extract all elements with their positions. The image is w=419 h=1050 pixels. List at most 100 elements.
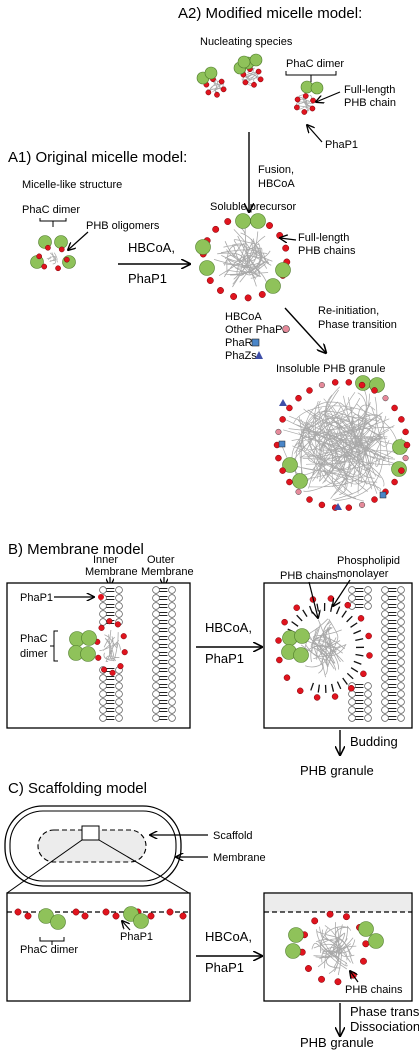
lipid-tail <box>106 715 115 721</box>
phap1-dot <box>358 381 366 389</box>
lipid-tail <box>388 651 397 657</box>
lipid-tail <box>159 611 168 617</box>
lipid-tail <box>159 587 168 593</box>
b-phap1-arrow-label: PhaP1 <box>205 651 244 666</box>
monolayer-lipid <box>341 610 347 618</box>
lipid-tail <box>159 635 168 641</box>
a1-reinit-arrow <box>284 307 326 353</box>
lipid-head <box>152 674 160 682</box>
monolayer-lipid <box>310 682 315 691</box>
lipid-tail <box>388 715 397 721</box>
phac-subunit <box>235 213 251 229</box>
c-granule-label: PHB granule <box>300 1035 374 1050</box>
lipid-tail <box>106 587 115 593</box>
lipid-tail <box>388 595 397 601</box>
c-chains-label: PHB chains <box>345 984 403 996</box>
lipid-head <box>168 714 176 722</box>
lipid-tail <box>106 683 115 689</box>
lipid-tail <box>159 699 168 705</box>
lipid-head <box>168 634 176 642</box>
phb-chain-tangle <box>213 227 273 288</box>
lipid-head <box>115 610 123 618</box>
lipid-tail <box>159 691 168 697</box>
lipid-head <box>99 602 107 610</box>
phap1-dot <box>279 416 286 423</box>
phap1-dot <box>242 79 249 86</box>
phap1-dot <box>275 454 282 462</box>
lipid-head <box>168 698 176 706</box>
lipid-tail <box>159 651 168 657</box>
b-chains-pointer <box>308 581 318 618</box>
phac-subunit <box>50 914 66 930</box>
lipid-head <box>397 682 405 690</box>
lipid-head <box>397 618 405 626</box>
phac-subunit <box>368 933 384 949</box>
c-bracket <box>39 937 65 945</box>
phap1-dot <box>306 496 313 503</box>
c-phap1-pointer <box>122 921 131 931</box>
lipid-head <box>168 642 176 650</box>
lipid-head <box>152 698 160 706</box>
phap1-dot <box>344 601 352 609</box>
lipid-tail <box>159 659 168 665</box>
phap1-dot <box>251 81 257 88</box>
lipid-tail <box>388 675 397 681</box>
lipid-head <box>99 706 107 714</box>
lipid-head <box>152 618 160 626</box>
phap1-dot <box>36 253 43 260</box>
a2-phac-dimer-label: PhaC dimer <box>286 58 344 70</box>
c-membrane-label: Membrane <box>213 852 266 864</box>
b-phap1-label: PhaP1 <box>20 592 53 604</box>
lipid-head <box>397 666 405 674</box>
lipid-head <box>152 586 160 594</box>
scaffold-band <box>265 894 411 912</box>
phap1-dot <box>81 912 89 920</box>
lipid-tail <box>106 707 115 713</box>
other-phap-dot <box>402 455 409 462</box>
lipid-head <box>99 586 107 594</box>
phac-subunit <box>294 628 310 644</box>
lipid-head <box>152 634 160 642</box>
a1-hbcoa-label: HBCoA, <box>128 240 175 255</box>
a2-nucleating-label: Nucleating species <box>200 36 293 48</box>
lipid-head <box>381 666 389 674</box>
lipid-head <box>381 634 389 642</box>
lipid-head <box>168 602 176 610</box>
c-chains-pointer <box>350 971 359 983</box>
b-title: B) Membrane model <box>8 541 144 558</box>
lipid-tail <box>388 619 397 625</box>
other-phap-dot <box>295 488 302 495</box>
c-left-content <box>7 906 190 930</box>
b-membrane-label: Membrane <box>85 566 138 578</box>
phar-square <box>379 491 387 499</box>
a2-phap1-label: PhaP1 <box>325 139 358 151</box>
phap1-dot <box>403 441 411 449</box>
lipid-head <box>364 682 372 690</box>
a2-chain-pointer <box>316 91 341 102</box>
phap1-dot <box>286 404 293 412</box>
phap1-dot <box>218 78 225 85</box>
phac-subunit <box>204 66 218 80</box>
phap1-dot <box>360 957 367 965</box>
phac-subunit <box>195 239 211 255</box>
lipid-head <box>115 698 123 706</box>
c-scaffold-region <box>37 829 147 863</box>
phap1-dot <box>301 109 308 115</box>
lipid-head <box>99 698 107 706</box>
lipid-head <box>168 586 176 594</box>
lipid-head <box>381 674 389 682</box>
phap1-dot <box>230 293 238 300</box>
phap1-dot <box>101 666 108 673</box>
lipid-tail <box>106 603 115 609</box>
a2-phap1-pointer <box>307 125 323 143</box>
phap1-dot <box>313 694 321 701</box>
monolayer-lipid <box>309 605 314 614</box>
other-phap-dot <box>359 501 366 508</box>
phap1-dot <box>112 912 120 920</box>
lipid-head <box>397 706 405 714</box>
phap1-dot <box>276 656 283 664</box>
b-monolayer-label-2: monolayer <box>337 568 389 580</box>
lipid-head <box>99 674 107 682</box>
phap1-dot <box>72 908 80 916</box>
lipid-head <box>348 714 356 722</box>
